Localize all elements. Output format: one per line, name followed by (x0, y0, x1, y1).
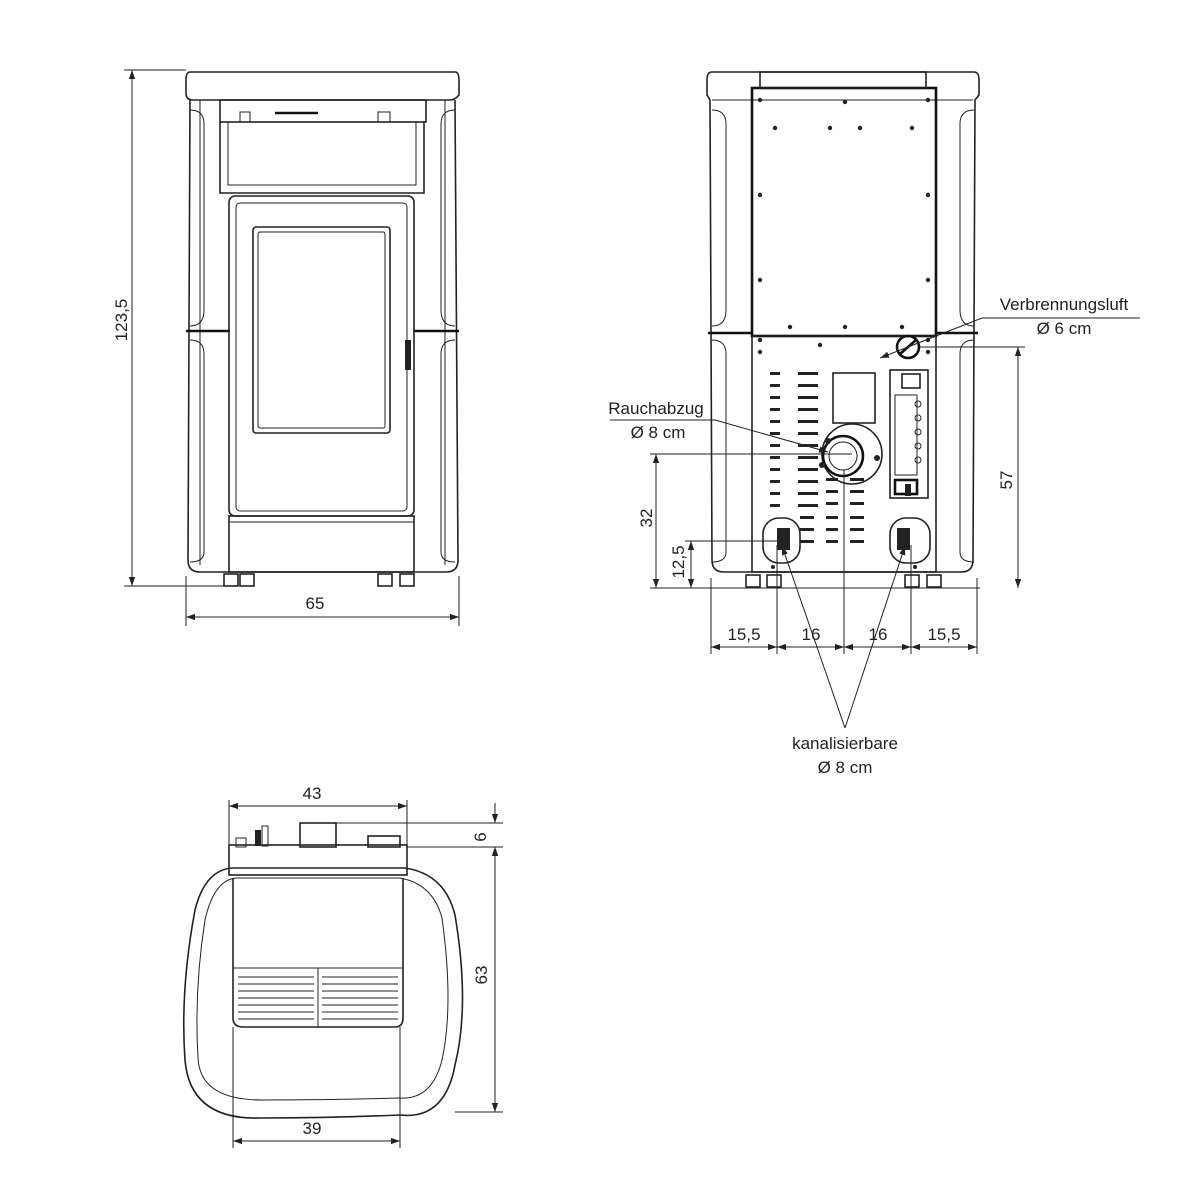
spacing-right-inner: 16 (869, 625, 888, 644)
flue-label: Rauchabzug (608, 399, 703, 418)
flue-height-label: 32 (637, 509, 656, 528)
combustion-air-label: Verbrennungsluft (1000, 295, 1129, 314)
front-height-label: 123,5 (112, 299, 131, 342)
rear-depth-label: 6 (471, 832, 490, 841)
rear-view: Verbrennungsluft Ø 6 cm Rauchabzug Ø 8 c… (608, 71, 1140, 777)
rear-width-label: 43 (303, 784, 322, 803)
flue-diameter: Ø 8 cm (631, 423, 686, 442)
left-vent (770, 372, 818, 507)
front-width-bottom-label: 39 (303, 1119, 322, 1138)
front-view: 123,5 65 (112, 69, 460, 626)
center-vent (800, 478, 864, 543)
air-height-label: 57 (997, 471, 1016, 490)
top-view: 43 6 63 39 (182, 784, 503, 1148)
top-grill (238, 976, 398, 1020)
ducts-label: kanalisierbare (792, 734, 898, 753)
combustion-air-diameter: Ø 6 cm (1037, 319, 1092, 338)
depth-label: 63 (472, 966, 491, 985)
duct-height-label: 12,5 (669, 545, 688, 578)
spacing-left-outer: 15,5 (727, 625, 760, 644)
panel-holes (757, 97, 931, 569)
spacing-right-outer: 15,5 (927, 625, 960, 644)
front-width-label: 65 (306, 594, 325, 613)
spacing-left-inner: 16 (802, 625, 821, 644)
ducts-diameter: Ø 8 cm (818, 758, 873, 777)
